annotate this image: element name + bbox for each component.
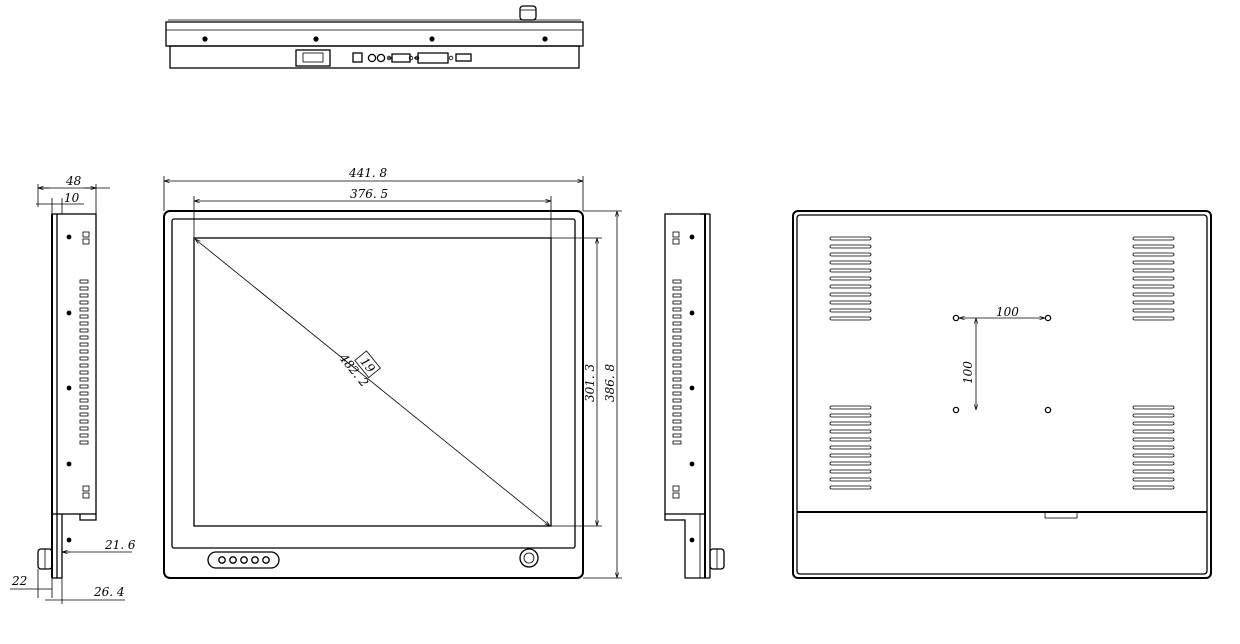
dimension-overall-height: [583, 210, 622, 579]
dimension-knob-width: [10, 569, 53, 598]
vesa-mount-holes: [952, 314, 1052, 414]
dimension-display-width: [193, 196, 552, 238]
right-side-view: [664, 213, 725, 579]
display-width-label: 376. 5: [350, 187, 388, 201]
rear-vents-top-right: [1132, 236, 1175, 321]
dimension-overall-width: [163, 176, 584, 211]
power-knob-left: [37, 548, 53, 570]
power-knob-right: [709, 548, 725, 570]
knob-offset-label: 21. 6: [104, 538, 136, 552]
rear-vents-bottom-right: [1132, 405, 1175, 490]
left-side-view: [37, 213, 97, 579]
dimension-depth: [37, 184, 110, 214]
vesa-vertical-label: 100: [961, 361, 975, 384]
left-side-vents: [79, 279, 89, 445]
power-knob-top: [519, 5, 537, 21]
power-button-front: [519, 548, 539, 568]
front-view: [163, 210, 584, 579]
knob-width-label: 22: [11, 574, 27, 588]
rear-vents-top-left: [829, 236, 872, 321]
depth-label: 48: [65, 174, 82, 188]
display-height-label: 301. 3: [583, 363, 597, 402]
knob-depth-label: 26. 4: [93, 585, 125, 599]
dimension-knob-depth: [45, 578, 125, 604]
io-ports: [295, 49, 472, 67]
overall-width-label: 441. 8: [348, 166, 388, 180]
vesa-horizontal-label: 100: [996, 305, 1019, 319]
rear-vents-bottom-left: [829, 405, 872, 490]
diagonal-label-group: 19 482. 2: [336, 350, 381, 390]
right-side-vents: [672, 279, 682, 445]
bezel-depth-label: 10: [64, 191, 80, 205]
top-view: [165, 5, 584, 69]
front-button-strip: [207, 551, 280, 569]
dimension-display-height: [551, 237, 602, 527]
rear-view: [792, 210, 1212, 579]
dimension-bezel-depth: [36, 198, 84, 214]
overall-height-label: 386. 8: [603, 363, 617, 402]
